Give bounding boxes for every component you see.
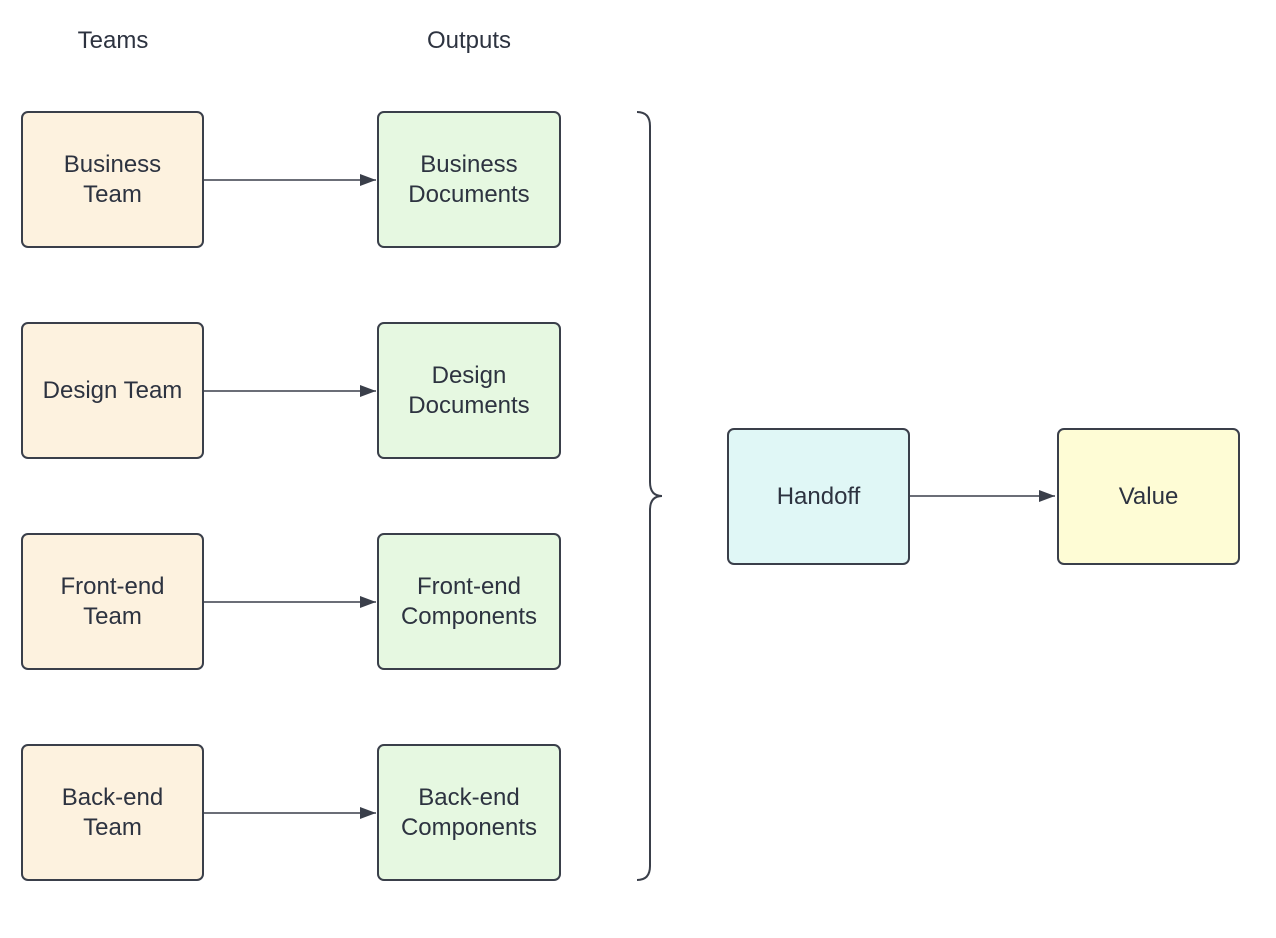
frontend-components-node[interactable]: Front-end Components <box>377 533 561 670</box>
business-documents-label: Business Documents <box>408 150 530 208</box>
backend-components-label: Back-end Components <box>400 783 538 841</box>
frontend-team-label: Front-end Team <box>60 572 165 630</box>
design-documents-label: Design Documents <box>408 361 530 419</box>
frontend-components-label: Front-end Components <box>400 572 538 630</box>
design-team-node[interactable]: Design Team <box>21 322 204 459</box>
design-team-label: Design Team <box>42 376 183 404</box>
backend-team-label: Back-end Team <box>61 783 164 841</box>
teams-column-header: Teams <box>77 27 149 54</box>
business-documents-node[interactable]: Business Documents <box>377 111 561 248</box>
frontend-team-node[interactable]: Front-end Team <box>21 533 204 670</box>
backend-components-node[interactable]: Back-end Components <box>377 744 561 881</box>
handoff-node[interactable]: Handoff <box>727 428 910 565</box>
value-label: Value <box>1118 482 1179 510</box>
business-team-node[interactable]: Business Team <box>21 111 204 248</box>
design-documents-node[interactable]: Design Documents <box>377 322 561 459</box>
backend-team-node[interactable]: Back-end Team <box>21 744 204 881</box>
handoff-label: Handoff <box>776 482 861 510</box>
business-team-label: Business Team <box>63 150 162 208</box>
outputs-bracket <box>636 111 663 881</box>
value-node[interactable]: Value <box>1057 428 1240 565</box>
outputs-column-header: Outputs <box>426 27 512 54</box>
